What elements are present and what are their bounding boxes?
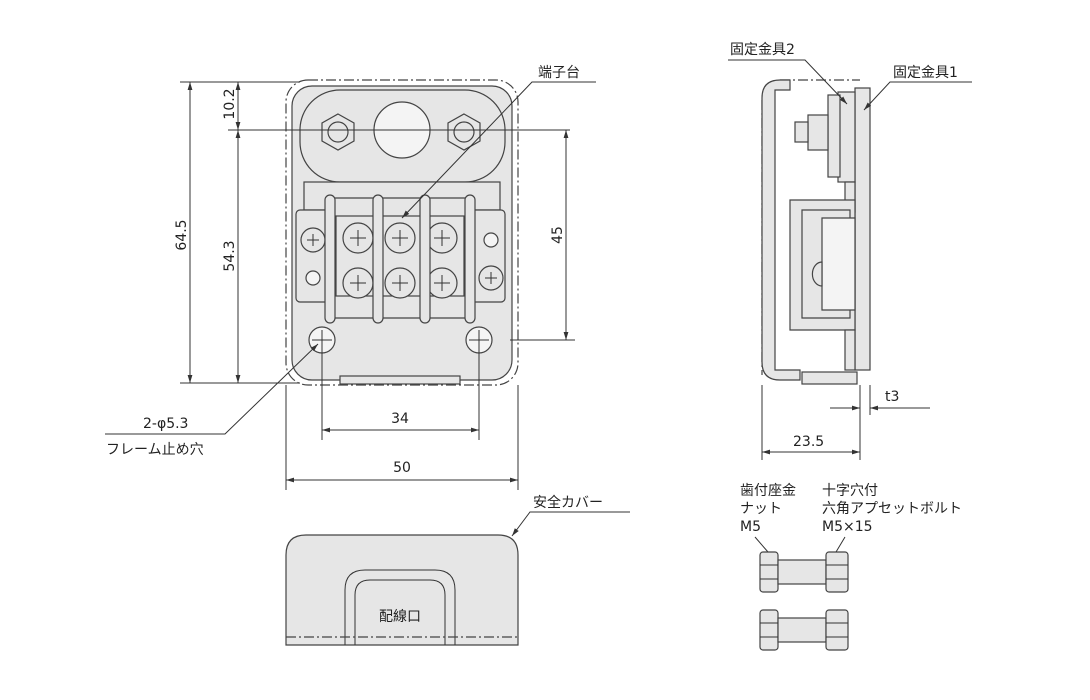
cross-recess-icon (434, 230, 450, 246)
hole-spec: 2-φ5.3 (143, 416, 188, 432)
side-dimensions: 23.5 t3 固定金具2 固定金具1 (728, 42, 972, 460)
dim-thickness: t3 (885, 389, 899, 405)
dim-height-inner: 54.3 (222, 240, 238, 271)
bolt-label-2: 六角アプセットボルト (822, 501, 962, 517)
safety-cover-label: 安全カバー (533, 494, 603, 511)
dim-width: 50 (393, 460, 411, 476)
dim-height-total: 64.5 (174, 219, 190, 250)
front-view (285, 79, 519, 386)
dim-hole-vertical: 45 (550, 226, 566, 244)
bolt-label-3: M5×15 (822, 519, 873, 535)
nut-label-3: M5 (740, 519, 761, 535)
hole-name: フレーム止め穴 (106, 442, 204, 458)
fixing-bracket-1-label: 固定金具1 (893, 65, 958, 81)
front-dimensions: 64.5 10.2 54.3 45 34 50 2-φ5.3 フレーム止め穴 端… (105, 65, 596, 490)
fixing-bracket-2-label: 固定金具2 (730, 42, 795, 58)
cross-recess-icon (392, 230, 408, 246)
terminal-block-label: 端子台 (538, 65, 580, 81)
dim-depth: 23.5 (793, 434, 824, 450)
nut-label-2: ナット (740, 501, 782, 517)
cross-recess-icon (434, 275, 450, 291)
nut-label-1: 歯付座金 (740, 483, 796, 499)
cross-recess-icon (350, 275, 366, 291)
safety-cover: 配線口 安全カバー (285, 494, 630, 646)
side-view (761, 79, 871, 385)
nut-left (321, 113, 355, 151)
nut-right (447, 113, 481, 151)
fixing-bracket-1 (854, 87, 871, 371)
terminal-block (295, 194, 506, 324)
bolt-label-1: 十字穴付 (822, 483, 878, 499)
wiring-port-label: 配線口 (379, 609, 421, 625)
bolt-nut-set: 歯付座金 ナット M5 十字穴付 六角アプセットボルト M5×15 (740, 483, 962, 651)
dim-hole-pitch: 34 (391, 411, 409, 427)
cross-recess-icon (392, 275, 408, 291)
dim-top-offset: 10.2 (222, 88, 238, 119)
cross-recess-icon (350, 230, 366, 246)
